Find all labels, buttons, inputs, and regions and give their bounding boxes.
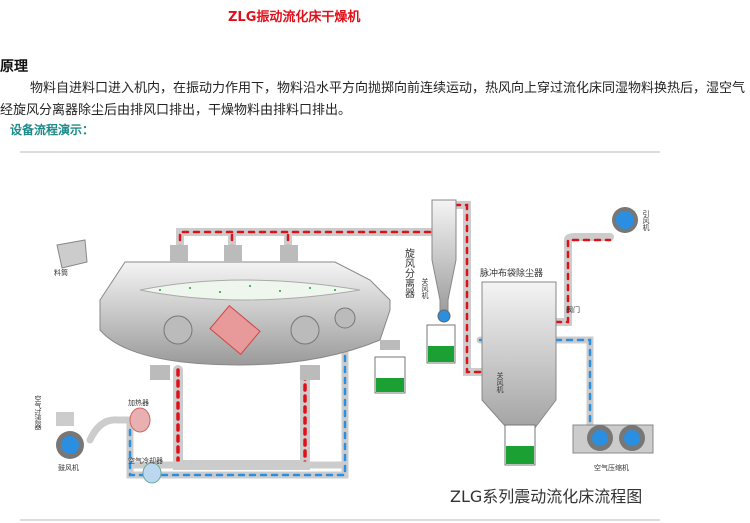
label-valve: 阀门 bbox=[566, 305, 580, 314]
hopper bbox=[56, 239, 88, 269]
label-cooler: 空气冷却器 bbox=[128, 456, 163, 465]
diagram-caption: ZLG系列震动流化床流程图 bbox=[450, 487, 642, 506]
label-exhaust-fan: 引风机 bbox=[642, 209, 650, 232]
label-air-filter: 空气过滤器 bbox=[34, 394, 42, 431]
bag-filter bbox=[481, 281, 557, 446]
blower bbox=[56, 412, 84, 459]
exhaust-fan bbox=[612, 207, 638, 233]
vibrating-fluid-bed-dryer bbox=[99, 245, 400, 380]
air-cooler bbox=[142, 462, 162, 484]
heater bbox=[129, 407, 151, 433]
label-rotary-valve-2: 关风机 bbox=[496, 371, 504, 394]
label-heater: 加热器 bbox=[128, 398, 149, 407]
label-rotary-valve-1: 关风机 bbox=[421, 277, 429, 300]
air-compressor bbox=[572, 424, 654, 454]
cyclone-separator bbox=[431, 199, 457, 316]
process-subheading: 设备流程演示： bbox=[10, 123, 95, 137]
label-cyclone: 旋风分离器 bbox=[403, 247, 415, 299]
label-bag-filter: 脉冲布袋除尘器 bbox=[480, 267, 543, 279]
description-paragraph: 物料自进料口进入机内，在振动力作用下，物料沿水平方向抛掷向前连续运动，热风向上穿… bbox=[0, 81, 746, 118]
rotary-valve-1 bbox=[437, 309, 451, 323]
page-title: ZLG振动流化床干燥机 bbox=[228, 10, 361, 25]
label-compressor: 空气压缩机 bbox=[594, 463, 629, 472]
section-heading: 原理 bbox=[0, 59, 28, 75]
label-hopper: 料筒 bbox=[54, 268, 68, 277]
label-blower: 鼓风机 bbox=[58, 463, 79, 472]
